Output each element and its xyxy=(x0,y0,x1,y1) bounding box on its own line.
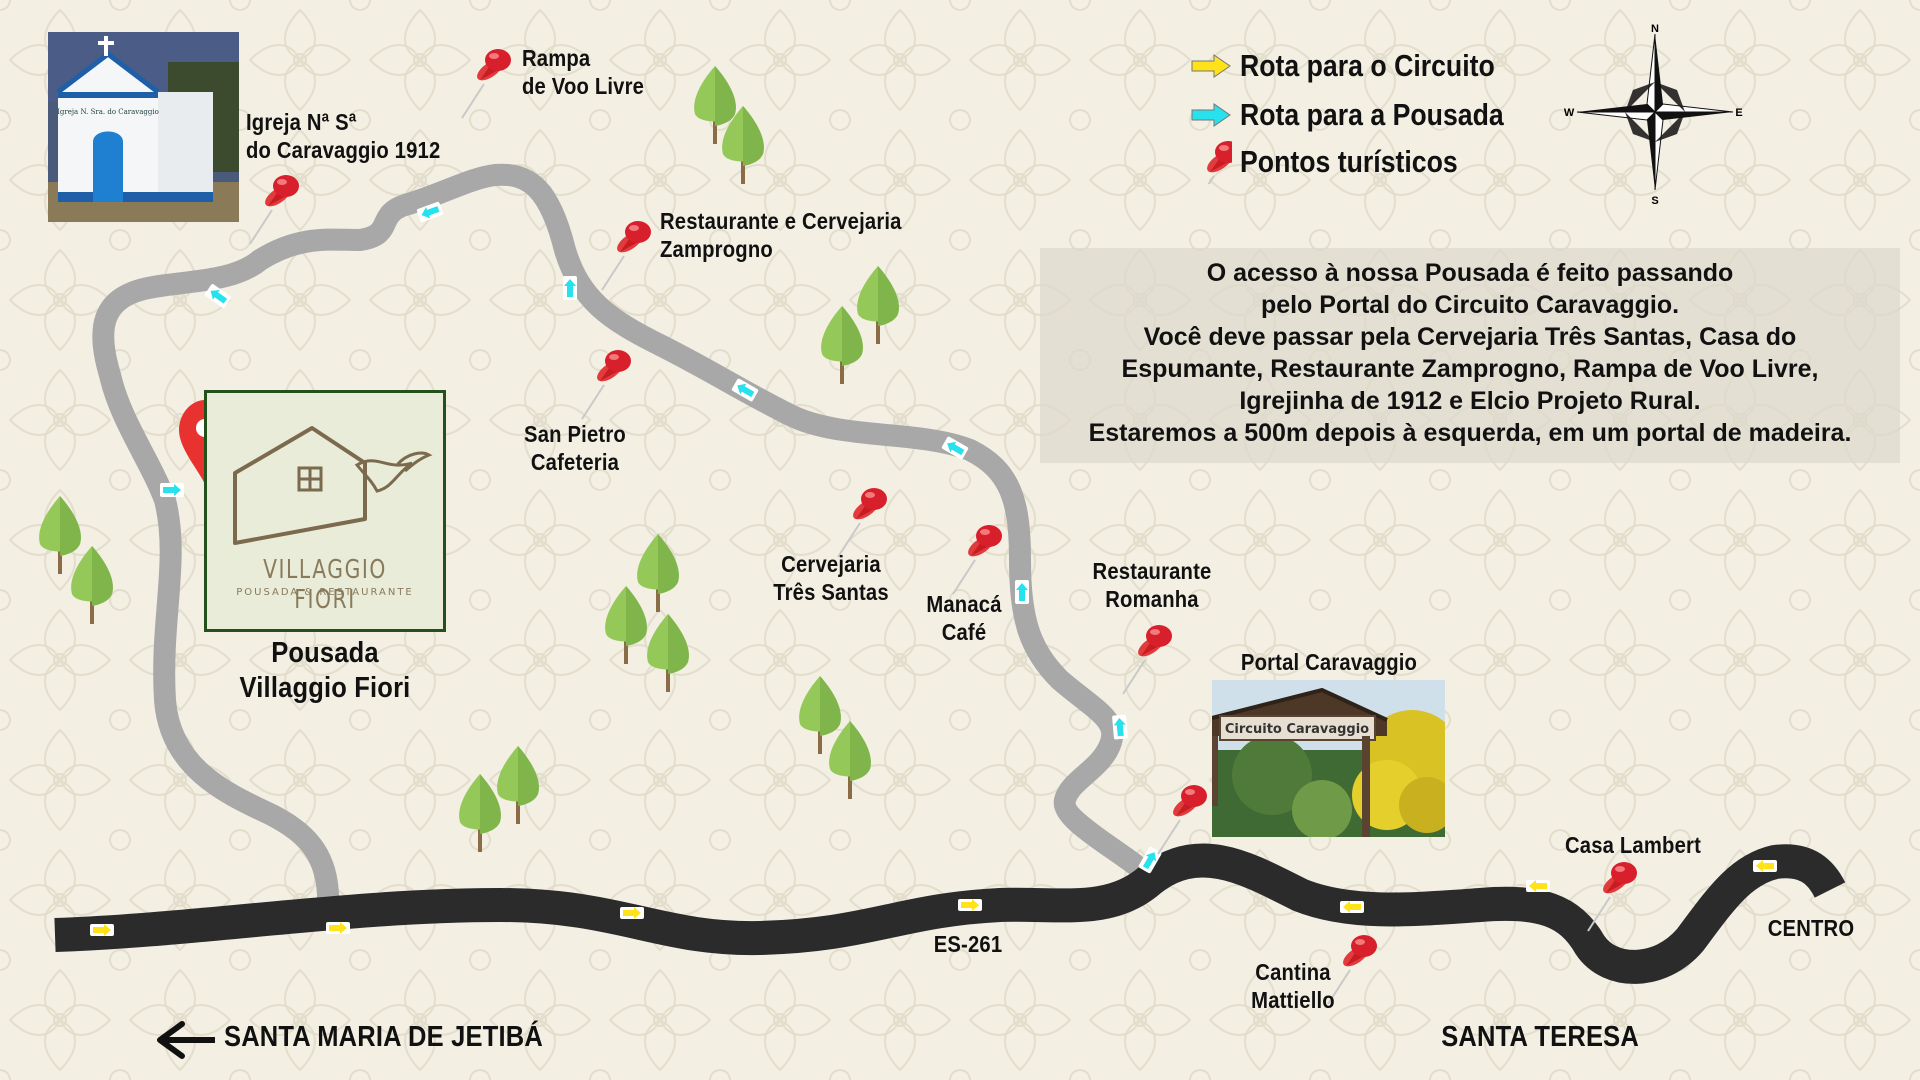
compass-n: N xyxy=(1651,23,1659,35)
label-casa-lambert: Casa Lambert xyxy=(1565,832,1701,858)
pushpin-icon xyxy=(1191,140,1232,184)
label-santa-maria: SANTA MARIA DE JETIBÁ xyxy=(224,1021,543,1053)
arrow-left-icon xyxy=(157,1021,215,1059)
church-sign: Igreja N. Sra. do Caravaggio xyxy=(57,108,159,116)
compass-s: S xyxy=(1651,195,1658,207)
compass-e: E xyxy=(1735,107,1742,119)
pousada-logo: VILLAGGIO FIORI POUSADA & RESTAURANTE xyxy=(204,390,446,632)
legend-tourist: Pontos turísticos xyxy=(1190,140,1493,184)
logo-subtitle: POUSADA & RESTAURANTE xyxy=(236,587,414,598)
info-line: O acesso à nossa Pousada é feito passand… xyxy=(1206,259,1734,287)
house-hummingbird-icon xyxy=(233,426,433,545)
info-line: Estaremos a 500m depois à esquerda, em u… xyxy=(1088,419,1852,447)
cyan-arrow-icon xyxy=(1191,103,1231,127)
directions-info-box: O acesso à nossa Pousada é feito passand… xyxy=(1040,248,1900,463)
info-line: Espumante, Restaurante Zamprogno, Rampa … xyxy=(1121,355,1819,383)
logo-name: VILLAGGIO FIORI xyxy=(263,555,387,615)
label-santa-teresa: SANTA TERESA xyxy=(1441,1021,1639,1053)
highway-road xyxy=(54,843,1846,984)
church-photo: Igreja N. Sra. do Caravaggio xyxy=(48,32,239,222)
legend-circuit: Rota para o Circuito xyxy=(1190,46,1536,86)
compass-w: W xyxy=(1564,107,1575,119)
local-road xyxy=(92,163,1159,916)
info-line: Você deve passar pela Cervejaria Três Sa… xyxy=(1143,323,1797,351)
yellow-arrow-icon xyxy=(1191,54,1231,78)
portal-sign: Circuito Caravaggio xyxy=(1225,722,1369,737)
label-portal: Portal Caravaggio xyxy=(1240,649,1418,675)
compass-rose: N S E W xyxy=(1564,23,1743,207)
label-centro: CENTRO xyxy=(1767,915,1855,941)
legend-pousada: Rota para a Pousada xyxy=(1190,95,1547,135)
info-line: pelo Portal do Circuito Caravaggio. xyxy=(1260,291,1680,319)
info-line: Igrejinha de 1912 e Elcio Projeto Rural. xyxy=(1239,387,1701,415)
label-highway: ES-261 xyxy=(933,931,1003,957)
portal-photo: Circuito Caravaggio xyxy=(1212,680,1445,837)
